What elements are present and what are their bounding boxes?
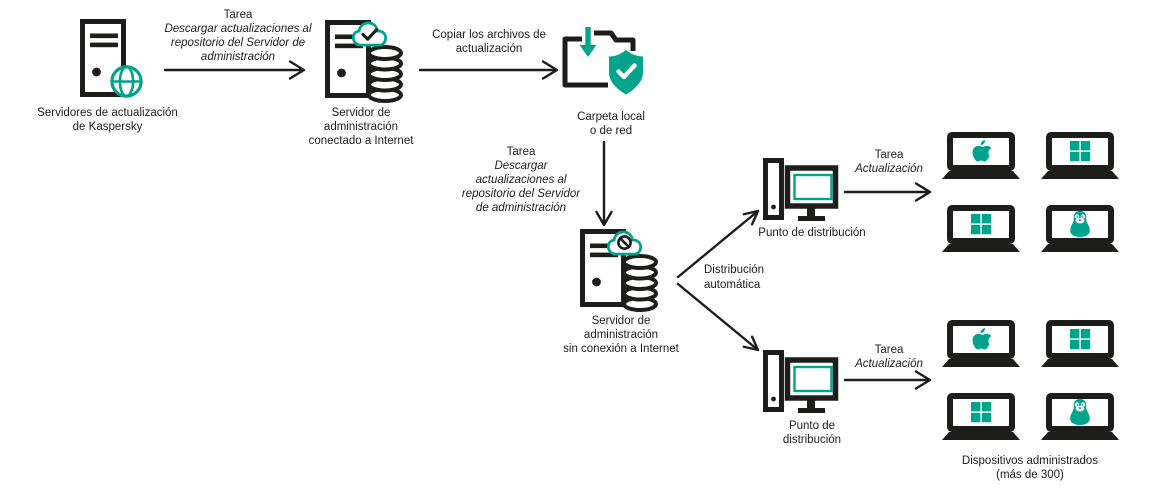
automatic-distribution-label: Distribución automática — [704, 264, 765, 291]
laptop-icon — [942, 205, 1020, 252]
admin-server-offline-node — [580, 228, 662, 312]
laptop-icon — [942, 393, 1020, 440]
laptop-icon — [942, 132, 1020, 179]
kaspersky-update-servers-node — [80, 19, 225, 99]
globe-icon — [110, 65, 143, 98]
task-update-bottom-label: Tarea Actualización — [855, 344, 923, 370]
laptop-windows — [941, 393, 1021, 441]
database-stack-icon — [622, 254, 658, 312]
task-update-top-label: Tarea Actualización — [855, 149, 923, 175]
windows-logo-icon — [1070, 141, 1091, 162]
desktop-computer-icon — [763, 158, 839, 221]
local-folder-label: Carpeta local o de red — [577, 111, 645, 137]
desktop-computer-icon — [763, 350, 839, 413]
server-tower-icon — [80, 19, 126, 97]
windows-logo-icon — [1070, 329, 1091, 350]
laptop-apple — [941, 132, 1021, 180]
laptop-icon — [1041, 205, 1119, 252]
windows-logo-icon — [971, 214, 992, 235]
admin-server-online-node — [325, 19, 407, 103]
server-tower-icon — [325, 20, 371, 98]
laptop-windows — [941, 205, 1021, 253]
laptop-icon — [1041, 393, 1119, 440]
arrow-right-4 — [843, 370, 932, 390]
laptop-apple — [941, 320, 1021, 368]
apple-logo-icon — [972, 140, 992, 162]
distribution-point-top-node — [763, 158, 841, 226]
folder-download-icon — [562, 27, 643, 95]
cloud-check-icon — [351, 21, 388, 47]
distribution-point-top-label: Punto de distribución — [758, 227, 866, 239]
cloud-offline-icon — [606, 230, 643, 256]
linux-penguin-icon — [1070, 211, 1090, 237]
laptop-windows — [1040, 132, 1120, 180]
arrow-right-3 — [843, 182, 932, 202]
laptop-icon — [942, 320, 1020, 367]
laptop-linux — [1040, 393, 1120, 441]
download-arrow-icon — [579, 27, 597, 57]
windows-logo-icon — [971, 402, 992, 423]
laptop-icon — [1041, 132, 1119, 179]
admin-server-offline-label: Servidor de administración sin conexión … — [563, 315, 679, 355]
arrow-down — [595, 140, 613, 227]
task-download-online-label: Tarea Descargar actualizaciones al repos… — [164, 9, 312, 63]
local-folder-node — [558, 25, 650, 101]
server-tower-icon — [580, 229, 626, 307]
laptop-windows — [1040, 320, 1120, 368]
database-stack-icon — [367, 45, 403, 103]
task-download-offline-label: Tarea Descargar actualizaciones al repos… — [461, 146, 581, 214]
managed-devices-label: Dispositivos administrados (más de 300) — [961, 455, 1099, 481]
distribution-point-bottom-label: Punto de distribución — [782, 420, 842, 446]
copy-update-files-label: Copiar los archivos de actualización — [432, 29, 546, 55]
apple-logo-icon — [972, 328, 992, 350]
branch-arrows — [676, 209, 760, 352]
laptop-icon — [1041, 320, 1119, 367]
admin-server-online-label: Servidor de administración conectado a I… — [308, 107, 414, 147]
linux-penguin-icon — [1070, 399, 1090, 425]
shield-check-icon — [609, 50, 643, 95]
kaspersky-update-servers-label: Servidores de actualización de Kaspersky — [37, 107, 178, 133]
arrow-right-2 — [418, 60, 559, 80]
distribution-point-bottom-node — [763, 350, 841, 418]
arrow-right-1 — [163, 60, 306, 80]
laptop-linux — [1040, 205, 1120, 253]
